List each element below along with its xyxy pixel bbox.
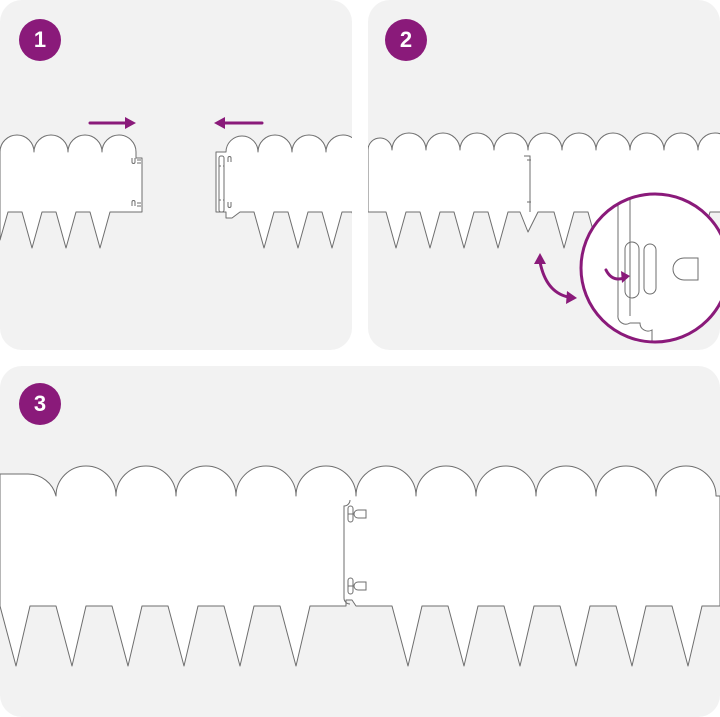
step-1-panel: 1: [0, 0, 352, 350]
step-badge: 2: [385, 19, 427, 61]
magnifier-callout-icon: [579, 192, 720, 344]
scalloped-edge: [0, 134, 143, 249]
edging-section-right: [215, 134, 352, 249]
step-3-panel: 3: [0, 366, 720, 717]
joined-edging-closeup: [0, 465, 720, 667]
step-3-illustration: [0, 465, 720, 667]
connector-clip-icon: [131, 158, 141, 207]
step-2-panel: 2: [368, 0, 720, 350]
scalloped-edge: [215, 134, 352, 249]
step-badge: 3: [19, 383, 61, 425]
edging-section-left: [0, 134, 143, 249]
scalloped-edge: [0, 465, 720, 667]
step-badge: 1: [19, 19, 61, 61]
arrow-right-icon: [88, 117, 136, 129]
step-1-illustration: [0, 117, 352, 249]
arrow-left-icon: [214, 117, 264, 129]
connector-clip-icon: [347, 505, 367, 595]
step-2-illustration: [368, 132, 720, 344]
curved-double-arrow-icon: [534, 253, 577, 304]
connector-slot-icon: [218, 155, 232, 213]
